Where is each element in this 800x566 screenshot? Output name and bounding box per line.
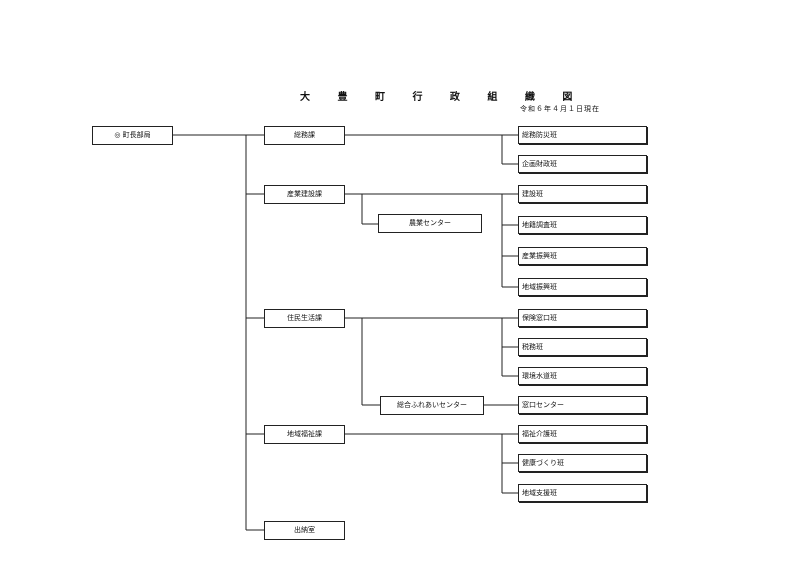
section-cadastral-survey: 地籍調査班 <box>518 216 647 234</box>
center-agriculture: 農業センター <box>378 214 482 233</box>
section-environment-water: 環境水道班 <box>518 367 647 385</box>
section-general-disaster: 総務防災班 <box>518 126 647 144</box>
section-planning-finance: 企画財政班 <box>518 155 647 173</box>
division-accounting-office: 出納室 <box>264 521 345 540</box>
division-resident-life: 住民生活課 <box>264 309 345 328</box>
section-construction: 建設班 <box>518 185 647 203</box>
section-taxation: 税務班 <box>518 338 647 356</box>
section-health-promotion: 健康づくり班 <box>518 454 647 472</box>
page-title: 大 豊 町 行 政 組 織 図 <box>300 92 585 103</box>
division-industry-construction: 産業建設課 <box>264 185 345 204</box>
section-welfare-care: 福祉介護班 <box>518 425 647 443</box>
section-window-center: 窓口センター <box>518 396 647 414</box>
section-insurance-window: 保険窓口班 <box>518 309 647 327</box>
center-fureai: 総合ふれあいセンター <box>380 396 484 415</box>
section-community-support: 地域支援班 <box>518 484 647 502</box>
division-general-affairs: 総務課 <box>264 126 345 145</box>
section-industry-promotion: 産業振興班 <box>518 247 647 265</box>
root-mayor-department: ◎ 町長部局 <box>92 126 173 145</box>
section-regional-promotion: 地域振興班 <box>518 278 647 296</box>
division-community-welfare: 地域福祉課 <box>264 425 345 444</box>
as-of-date: 令和６年４月１日現在 <box>520 105 600 113</box>
